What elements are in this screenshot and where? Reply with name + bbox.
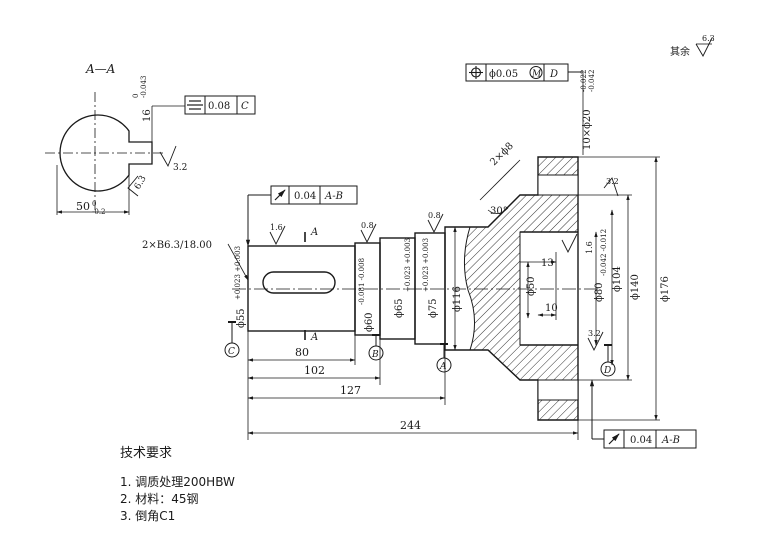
section-circle <box>59 114 153 192</box>
svg-text:D: D <box>549 69 558 80</box>
svg-text:ϕ140: ϕ140 <box>630 274 641 300</box>
svg-text:-0.042: -0.042 <box>588 70 596 92</box>
svg-text:+0.023 +0.003: +0.023 +0.003 <box>404 238 412 292</box>
svg-text:ϕ60: ϕ60 <box>364 312 375 332</box>
svg-text:ϕ50: ϕ50 <box>526 276 537 296</box>
svg-text:3.2: 3.2 <box>588 329 601 338</box>
svg-text:D: D <box>603 366 611 376</box>
keyway-slot <box>262 271 336 294</box>
svg-text:0: 0 <box>132 94 140 98</box>
depth-dim: 50 <box>76 200 90 213</box>
svg-text:A: A <box>439 362 447 372</box>
section-mark-label: A <box>310 227 318 238</box>
svg-text:+0.023 +0.003: +0.023 +0.003 <box>422 238 430 292</box>
svg-text:-0.043: -0.043 <box>140 76 148 98</box>
note-item-1: 1. 调质处理200HBW <box>120 475 235 489</box>
svg-text:ϕ116: ϕ116 <box>452 286 463 312</box>
svg-text:10×ϕ20: 10×ϕ20 <box>582 109 593 150</box>
svg-text:ϕ176: ϕ176 <box>660 276 671 302</box>
svg-text:B: B <box>371 350 379 360</box>
roughness-symbol <box>159 145 177 168</box>
chamfer-label: 2×ϕ8 <box>488 141 516 169</box>
svg-text:A-B: A-B <box>324 191 343 202</box>
len244-label: 244 <box>400 419 421 432</box>
note-item-2: 2. 材料：45钢 <box>120 492 199 506</box>
roughness-value: 6.3 <box>133 174 149 192</box>
svg-text:0.04: 0.04 <box>630 435 652 446</box>
svg-text:M: M <box>531 70 542 80</box>
svg-text:-0.042 -0.012: -0.042 -0.012 <box>600 229 608 276</box>
shaft-roughness-marks <box>269 177 619 352</box>
roughness-symbol <box>127 175 139 197</box>
svg-text:0.08: 0.08 <box>208 101 230 112</box>
datum-a: A <box>436 343 452 373</box>
svg-text:0.04: 0.04 <box>294 191 316 202</box>
position-tolerance-frame: ϕ0.05 M D <box>465 63 584 155</box>
symmetry-icon <box>187 100 203 110</box>
angle-label: 30° <box>490 206 508 217</box>
datum-c: C <box>224 321 240 358</box>
symmetry-tolerance-frame: 0.08 C <box>184 95 256 115</box>
len80-label: 80 <box>295 346 309 359</box>
svg-text:ϕ55: ϕ55 <box>236 308 247 328</box>
svg-text:1.6: 1.6 <box>585 241 594 254</box>
len13-label: 13 <box>541 258 554 269</box>
svg-text:ϕ80: ϕ80 <box>594 282 605 302</box>
datum-b: B <box>368 334 384 361</box>
note-item-3: 3. 倒角C1 <box>120 509 176 523</box>
svg-text:-0.022: -0.022 <box>580 70 588 92</box>
svg-text:0: 0 <box>92 200 96 208</box>
svg-text:其余: 其余 <box>670 45 690 58</box>
runout-icon <box>608 433 620 445</box>
runout-frame-top: 0.04 A-B <box>245 185 358 247</box>
svg-text:ϕ65: ϕ65 <box>394 298 405 318</box>
roughness-value: 3.2 <box>173 163 187 173</box>
svg-text:1.6: 1.6 <box>270 223 283 232</box>
svg-text:0.8: 0.8 <box>361 221 374 230</box>
svg-text:6.3: 6.3 <box>702 34 715 43</box>
len10-label: 10 <box>545 303 558 314</box>
svg-text:ϕ0.05: ϕ0.05 <box>489 69 518 80</box>
datum-d: D <box>600 344 616 377</box>
length-dims <box>247 252 579 440</box>
svg-text:0.8: 0.8 <box>428 211 441 220</box>
svg-text:ϕ104: ϕ104 <box>612 266 623 292</box>
position-icon <box>469 66 483 79</box>
vertical-dims <box>453 156 660 421</box>
svg-text:ϕ75: ϕ75 <box>428 298 439 318</box>
svg-text:A-B: A-B <box>661 435 680 446</box>
runout-frame-bottom: 0.04 A-B <box>589 379 697 449</box>
holes-dim: 10×ϕ20 -0.022 -0.042 <box>580 70 596 150</box>
surface-rest-note: 其余 6.3 <box>670 34 715 58</box>
diameter-labels: ϕ55 +0.023 +0.003 ϕ60 -0.081 -0.008 ϕ65 … <box>234 229 671 332</box>
flange-section-hatch <box>463 156 579 421</box>
len127-label: 127 <box>340 384 361 397</box>
runout-icon <box>274 189 286 201</box>
notes-heading: 技术要求 <box>120 446 173 461</box>
section-mark-label: A <box>310 332 318 343</box>
svg-text:+0.023 +0.003: +0.023 +0.003 <box>234 246 242 300</box>
svg-text:3.2: 3.2 <box>606 177 619 186</box>
svg-text:C: C <box>228 347 235 357</box>
keyway-dim: 16 <box>142 109 153 122</box>
section-labels: 16 0 -0.043 3.2 6.3 50 0 -0.2 <box>76 76 187 216</box>
section-view: A—A <box>45 62 185 215</box>
svg-text:C: C <box>241 101 249 112</box>
svg-text:-0.081 -0.008: -0.081 -0.008 <box>358 258 366 305</box>
svg-text:-0.2: -0.2 <box>92 208 106 216</box>
center-holes-label: 2×B6.3/18.00 <box>142 240 212 251</box>
len102-label: 102 <box>304 364 325 377</box>
section-title: A—A <box>85 62 116 76</box>
